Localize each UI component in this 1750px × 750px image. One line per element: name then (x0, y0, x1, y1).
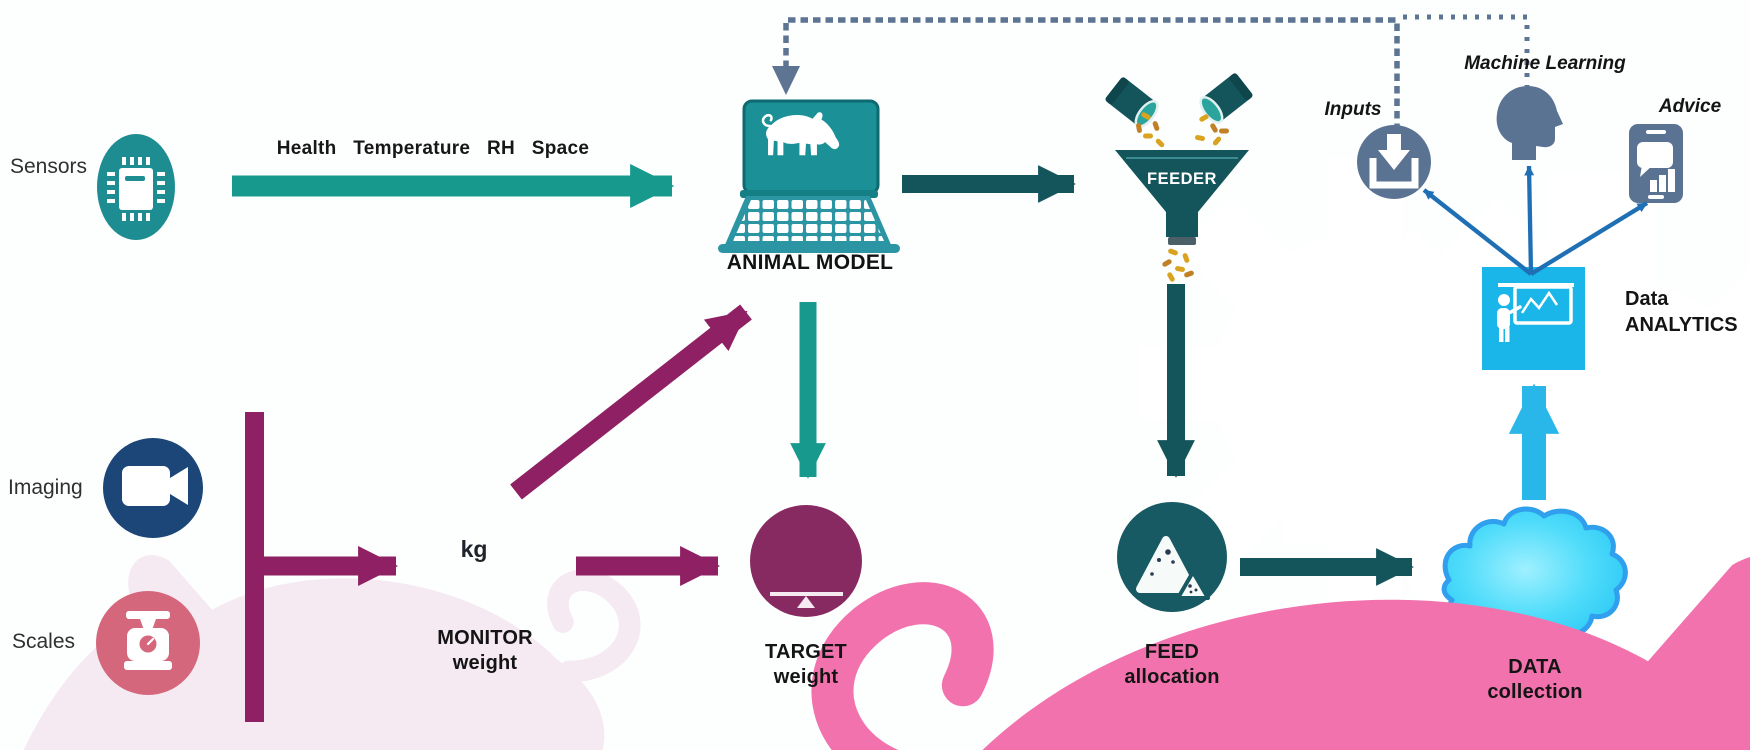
kg-badge: kg (460, 536, 488, 562)
scale-icon (96, 591, 200, 695)
advice-label: Advice (1658, 96, 1722, 117)
data-analytics-label-line1: Data (1625, 288, 1669, 310)
machine-learning-label: Machine Learning (1464, 53, 1626, 74)
inputs-label: Inputs (1324, 99, 1382, 120)
feeder-funnel-icon: FEEDER (1115, 150, 1249, 245)
data-analytics-label: Data ANALYTICS (1625, 286, 1750, 338)
monitor-weight-line2: weight (452, 652, 518, 674)
scales-label: Scales (12, 630, 76, 653)
feeder-label: FEEDER (1147, 170, 1217, 188)
feedback-dotted-line (1403, 14, 1530, 86)
arrow-monitor-to-animal-model (510, 304, 752, 500)
feed-allocation-icon (1117, 502, 1227, 612)
feed-allocation-line1: FEED (1144, 641, 1200, 663)
target-weight-line2: weight (773, 666, 839, 688)
inputs-download-icon (1357, 125, 1431, 199)
data-collection-line1: DATA (1508, 656, 1562, 678)
machine-learning-head-icon (1496, 86, 1563, 160)
feed-pile-icon (1136, 536, 1196, 593)
monitor-weight-caption: MONITOR weight (403, 626, 567, 676)
feeder-icon: FEEDER (1105, 73, 1253, 282)
sensor-stream-label: Health Temperature RH Space (276, 138, 590, 159)
sensor-chip-icon (97, 134, 175, 240)
monitor-weight-line1: MONITOR (437, 627, 533, 649)
feedback-arrowhead (772, 66, 800, 95)
video-camera-icon (103, 438, 203, 538)
data-analytics-label-line2: ANALYTICS (1625, 314, 1738, 336)
target-weight-line1: TARGET (765, 641, 847, 663)
arrow-analytics-to-advice (1529, 201, 1649, 276)
arrow-analytics-to-machine-learning (1524, 165, 1535, 275)
target-weight-icon (0, 505, 862, 750)
imaging-scales-bus-bar (245, 412, 264, 722)
target-weight-caption: TARGET weight (724, 640, 888, 690)
data-collection-caption: DATA collection (1453, 655, 1617, 705)
laptop-icon (718, 99, 1750, 750)
data-collection-line2: collection (1487, 681, 1583, 703)
animal-model-label: ANIMAL MODEL (726, 251, 894, 274)
feed-allocation-caption: FEED allocation (1090, 640, 1254, 690)
feed-can-icon (1105, 77, 1159, 128)
feed-allocation-line2: allocation (1124, 666, 1220, 688)
arrow-analytics-to-inputs (1422, 188, 1533, 276)
imaging-label: Imaging (8, 476, 83, 499)
feed-pellets (1136, 112, 1229, 282)
sensors-label: Sensors (10, 155, 88, 178)
feed-can-icon (1199, 73, 1253, 124)
flow-arrows (232, 14, 1649, 722)
data-analytics-icon (1482, 267, 1585, 370)
feed-pile-icon (1176, 570, 1210, 600)
feedback-dashed-line (783, 17, 1400, 126)
advice-phone-icon (1629, 124, 1683, 203)
